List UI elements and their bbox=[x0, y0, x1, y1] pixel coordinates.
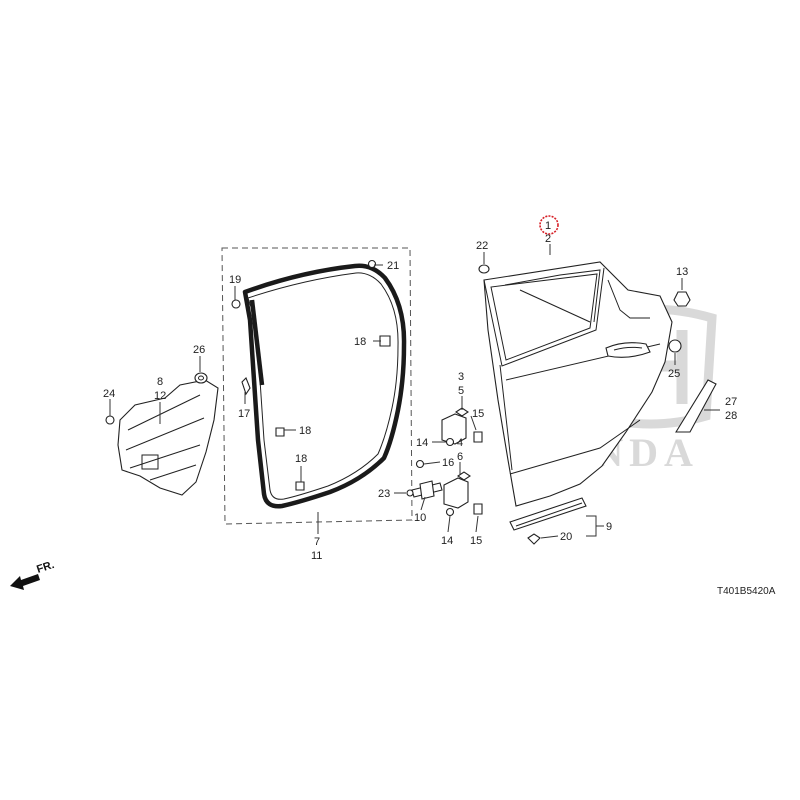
clip-19[interactable] bbox=[231, 299, 241, 309]
callout-12[interactable]: 12 bbox=[154, 390, 166, 402]
door-weatherstrip[interactable] bbox=[242, 263, 407, 509]
callout-17[interactable]: 17 bbox=[238, 408, 250, 420]
callout-13[interactable]: 13 bbox=[676, 266, 688, 278]
callout-11[interactable]: 11 bbox=[311, 550, 322, 562]
callout-9[interactable]: 9 bbox=[606, 521, 612, 533]
front-arrow-icon bbox=[10, 574, 40, 590]
bolt-16[interactable] bbox=[415, 459, 425, 469]
rear-door-panel[interactable] bbox=[483, 261, 673, 507]
callout-5[interactable]: 5 bbox=[458, 385, 464, 397]
callout-28[interactable]: 28 bbox=[725, 410, 737, 422]
callout-22[interactable]: 22 bbox=[476, 240, 488, 252]
callout-18-low[interactable]: 18 bbox=[295, 453, 307, 465]
callout-labels: 1 2 22 13 25 27 28 19 21 18 18 18 17 7 1… bbox=[103, 215, 737, 562]
clip-18-top[interactable] bbox=[379, 335, 391, 347]
callout-3[interactable]: 3 bbox=[458, 371, 464, 383]
callout-18-top[interactable]: 18 bbox=[354, 336, 366, 348]
lower-hinge[interactable] bbox=[443, 471, 471, 509]
clip-24[interactable] bbox=[105, 415, 115, 425]
hole-seal-panel[interactable] bbox=[117, 379, 219, 496]
callout-14-lower[interactable]: 14 bbox=[441, 535, 453, 547]
clip-20[interactable] bbox=[527, 533, 541, 545]
callout-2[interactable]: 2 bbox=[545, 233, 551, 245]
front-label: FR. bbox=[35, 559, 56, 576]
grommet-22[interactable] bbox=[478, 264, 490, 274]
grommet-26[interactable] bbox=[194, 372, 208, 384]
bolt-15-lower[interactable] bbox=[473, 503, 483, 515]
callout-19[interactable]: 19 bbox=[229, 274, 241, 286]
clip-18-low[interactable] bbox=[295, 481, 305, 491]
sash-seal-17[interactable] bbox=[241, 299, 265, 396]
callout-23[interactable]: 23 bbox=[378, 488, 390, 500]
callout-8[interactable]: 8 bbox=[157, 376, 163, 388]
bolt-14-upper[interactable] bbox=[445, 437, 455, 447]
callout-6[interactable]: 6 bbox=[457, 451, 463, 463]
leader-lines bbox=[109, 244, 720, 539]
callout-15-lower[interactable]: 15 bbox=[470, 535, 482, 547]
callout-10[interactable]: 10 bbox=[414, 512, 426, 524]
clip-18-mid[interactable] bbox=[275, 427, 285, 437]
bolt-23[interactable] bbox=[406, 489, 414, 497]
callout-20[interactable]: 20 bbox=[560, 531, 572, 543]
callout-21[interactable]: 21 bbox=[387, 260, 399, 272]
plug-25[interactable] bbox=[668, 339, 682, 353]
callout-15-upper[interactable]: 15 bbox=[472, 408, 484, 420]
callout-1[interactable]: 1 bbox=[545, 220, 551, 232]
clip-21[interactable] bbox=[367, 259, 377, 269]
callout-26[interactable]: 26 bbox=[193, 344, 205, 356]
callout-16[interactable]: 16 bbox=[442, 457, 454, 469]
callout-7[interactable]: 7 bbox=[314, 536, 320, 548]
highlight-ring-1 bbox=[539, 215, 559, 235]
callout-27[interactable]: 27 bbox=[725, 396, 737, 408]
front-direction-indicator: FR. bbox=[10, 559, 56, 590]
callout-25[interactable]: 25 bbox=[668, 368, 680, 380]
upper-hinge[interactable] bbox=[441, 407, 469, 445]
weatherstrip-group-box bbox=[221, 247, 413, 525]
bolt-15-upper[interactable] bbox=[473, 431, 483, 443]
callout-14-upper[interactable]: 14 bbox=[416, 437, 428, 449]
door-checker[interactable] bbox=[411, 480, 443, 500]
callout-24[interactable]: 24 bbox=[103, 388, 115, 400]
bolt-14-lower[interactable] bbox=[445, 507, 455, 517]
callout-4[interactable]: 4 bbox=[457, 437, 463, 449]
diagram-code: T401B5420A bbox=[717, 586, 776, 597]
pillar-garnish-27[interactable] bbox=[675, 379, 717, 433]
callout-18-mid[interactable]: 18 bbox=[299, 425, 311, 437]
nut-13[interactable] bbox=[673, 291, 691, 307]
outer-molding-9[interactable] bbox=[509, 497, 587, 531]
